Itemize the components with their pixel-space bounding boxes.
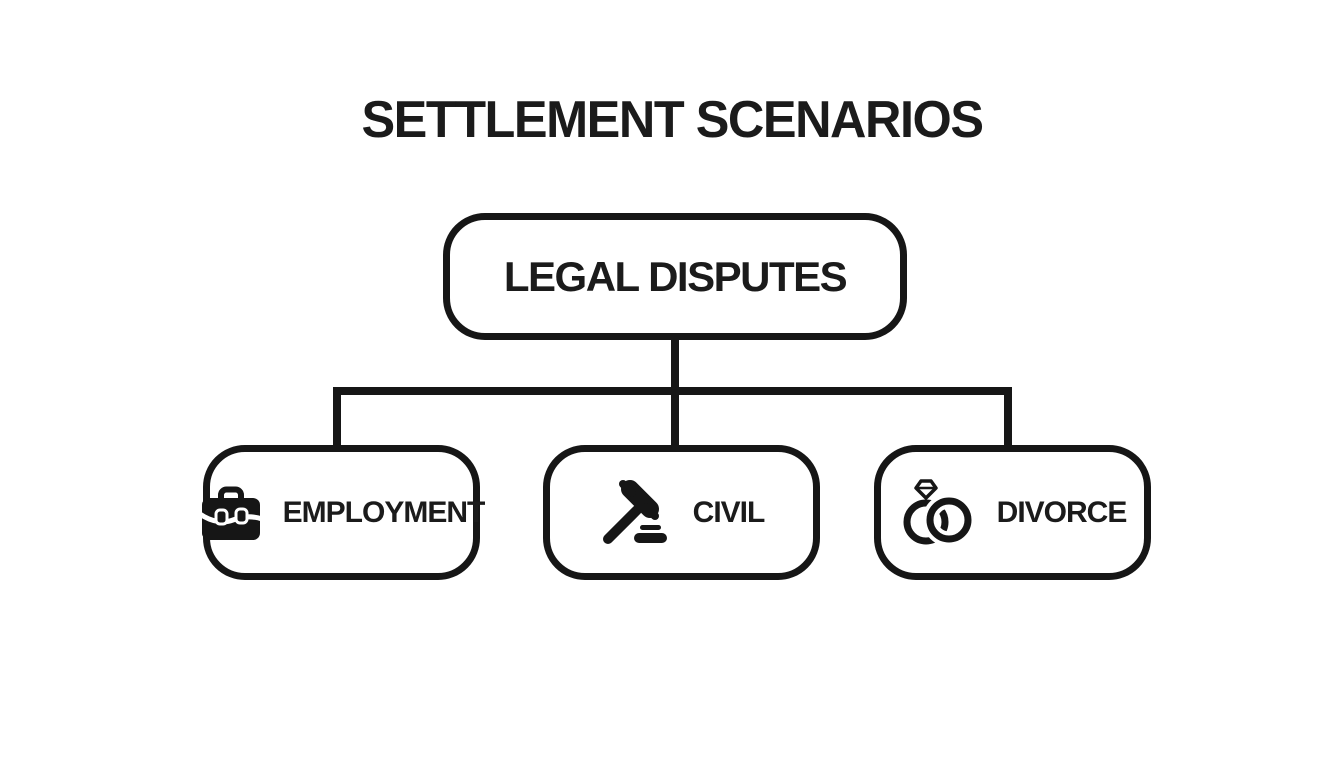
connector-drop-civil <box>671 387 679 447</box>
diagram-title: SETTLEMENT SCENARIOS <box>361 91 984 149</box>
gavel-icon <box>602 479 667 544</box>
node-divorce-label: DIVORCE <box>996 495 1128 529</box>
connector-root-stem <box>671 338 679 391</box>
node-employment-label: EMPLOYMENT <box>282 495 486 529</box>
briefcase-icon <box>198 486 263 540</box>
wedding-rings-icon <box>903 478 976 546</box>
node-legal-disputes-label: LEGAL DISPUTES <box>503 252 848 300</box>
node-divorce: DIVORCE <box>874 445 1151 580</box>
node-civil-label: CIVIL <box>692 495 766 529</box>
node-legal-disputes: LEGAL DISPUTES <box>443 213 907 340</box>
connector-drop-employment <box>333 387 341 447</box>
connector-drop-divorce <box>1004 387 1012 447</box>
node-employment: EMPLOYMENT <box>198 445 485 580</box>
node-civil: CIVIL <box>543 445 820 580</box>
